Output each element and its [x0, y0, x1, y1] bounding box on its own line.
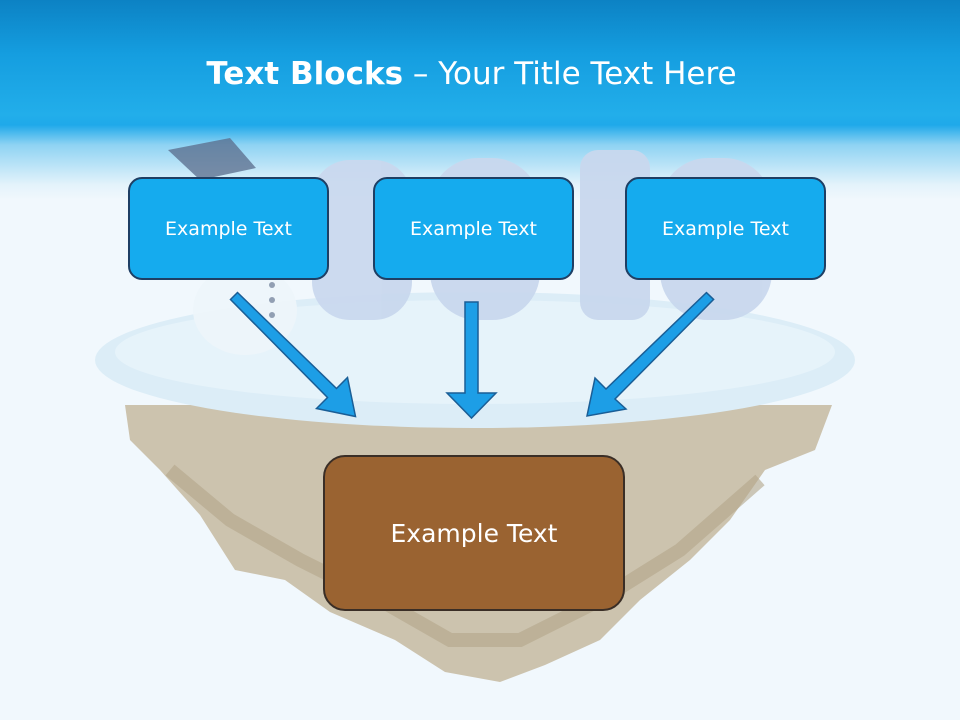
rock-texture — [165, 464, 765, 647]
text-box-top-left[interactable]: Example Text — [128, 177, 329, 280]
title-rest: Your Title Text Here — [438, 56, 737, 92]
title-dash: – — [403, 56, 439, 92]
title-bold: Text Blocks — [206, 56, 404, 92]
text-box-bottom[interactable]: Example Text — [323, 455, 625, 611]
arrow-middle-icon — [445, 301, 498, 420]
arrow-right-icon — [586, 291, 715, 417]
text-box-top-right[interactable]: Example Text — [625, 177, 826, 280]
slide-title: Text Blocks – Your Title Text Here — [0, 56, 943, 92]
arrow-left-icon — [229, 291, 357, 418]
text-box-top-middle[interactable]: Example Text — [373, 177, 574, 280]
